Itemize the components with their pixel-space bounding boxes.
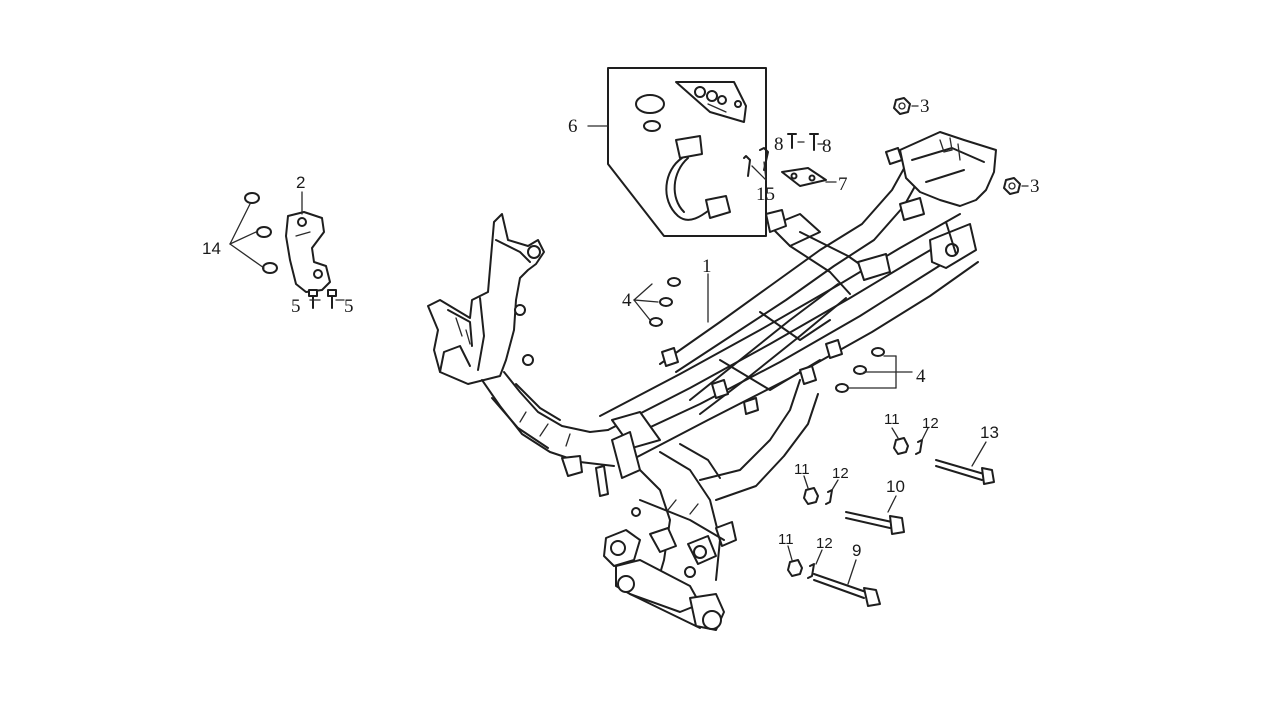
callout-13: 13 [980, 423, 999, 442]
callout-14: 14 [202, 239, 221, 258]
callout-3-right: 3 [1030, 176, 1040, 197]
callout-12-mid: 12 [832, 465, 849, 482]
washers-part-12 [807, 439, 923, 579]
callout-11-low: 11 [778, 531, 794, 548]
leader-lines [229, 105, 1029, 585]
washers-part-4-left [649, 277, 681, 327]
screws-part-15 [743, 147, 769, 177]
callout-12-low: 12 [816, 535, 833, 552]
callout-9: 9 [852, 541, 861, 560]
washers-part-14 [244, 192, 278, 274]
callout-4-right: 4 [916, 366, 926, 387]
plate-part-7 [781, 167, 827, 187]
callout-2: 2 [296, 173, 305, 192]
callout-12-top: 12 [922, 415, 939, 432]
callout-10: 10 [886, 477, 905, 496]
bolt-part-13 [935, 459, 995, 485]
callout-8-left: 8 [774, 134, 784, 155]
callout-11-mid: 11 [794, 461, 810, 478]
nuts-part-11 [787, 437, 909, 577]
callout-5-right: 5 [344, 296, 354, 317]
washers-part-4-right [835, 347, 885, 393]
main-frame [427, 131, 997, 631]
callout-3-top: 3 [920, 96, 930, 117]
callout-1: 1 [702, 256, 712, 277]
callout-5-left: 5 [291, 296, 301, 317]
bolts-part-5 [308, 289, 337, 309]
callout-8-right: 8 [822, 136, 832, 157]
inset-box-part-6 [607, 67, 767, 237]
callout-11-top: 11 [884, 411, 900, 428]
callout-7: 7 [838, 174, 848, 195]
callout-6: 6 [568, 116, 578, 137]
bracket-part-2 [285, 211, 331, 293]
callout-15: 15 [756, 184, 775, 205]
nuts-part-3 [893, 97, 1021, 195]
callout-labels: 1 2 3 3 4 4 5 5 6 7 8 8 15 14 9 10 13 11… [202, 96, 1040, 560]
callout-4-left: 4 [622, 290, 632, 311]
bolt-part-9 [813, 573, 881, 607]
bolt-part-10 [845, 511, 905, 535]
bolts-part-8 [787, 133, 819, 151]
